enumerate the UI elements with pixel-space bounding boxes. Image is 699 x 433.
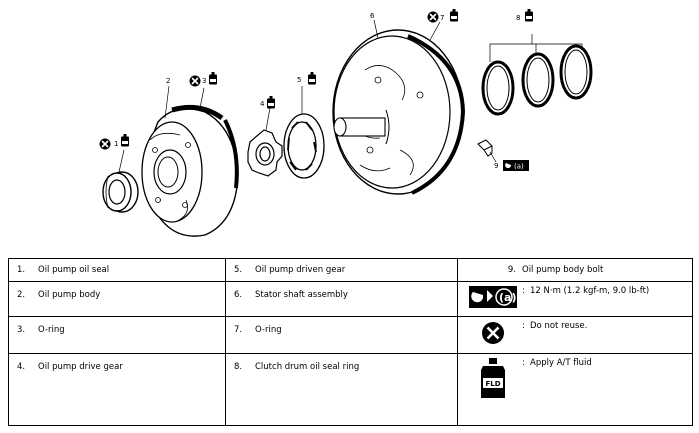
legend-text: Do not reuse. bbox=[530, 321, 588, 331]
legend-number: 4. bbox=[17, 362, 26, 372]
legend-text: Oil pump drive gear bbox=[38, 362, 123, 372]
callout-1: 1 bbox=[114, 140, 118, 148]
legend-number: 2. bbox=[17, 290, 26, 300]
fluid-bottle-icon bbox=[450, 9, 458, 22]
bolt-part bbox=[477, 139, 493, 157]
legend-cell: 2. Oil pump body bbox=[8, 281, 226, 317]
legend-text: Apply A/T fluid bbox=[530, 358, 592, 368]
legend-number: 1. bbox=[17, 265, 26, 275]
do-not-reuse-icon bbox=[188, 74, 202, 88]
legend-number: 6. bbox=[234, 290, 243, 300]
torque-wrench-icon: (a) bbox=[503, 160, 529, 171]
legend-text: O-ring bbox=[38, 325, 65, 335]
legend-text: Clutch drum oil seal ring bbox=[255, 362, 360, 372]
legend-text: 12 N·m (1.2 kgf-m, 9.0 lb-ft) bbox=[530, 286, 650, 296]
legend-cell: FLD :Apply A/T fluid bbox=[457, 353, 693, 426]
driven-gear-part bbox=[283, 113, 325, 179]
legend-cell: 6. Stator shaft assembly bbox=[225, 281, 458, 317]
legend-number: 3. bbox=[17, 325, 26, 335]
torque-tag: (a) bbox=[514, 163, 524, 171]
fluid-label: FLD bbox=[485, 380, 500, 388]
callout-6: 6 bbox=[370, 12, 375, 20]
fluid-bottle-icon bbox=[267, 96, 275, 109]
legend-number: 7. bbox=[234, 325, 243, 335]
drive-gear-part bbox=[247, 129, 283, 177]
legend-text: Oil pump body bbox=[38, 290, 101, 300]
legend-text: Stator shaft assembly bbox=[255, 290, 348, 300]
torque-wrench-icon: (a) bbox=[464, 286, 522, 308]
do-not-reuse-icon bbox=[98, 137, 112, 151]
legend-cell: 1. Oil pump oil seal bbox=[8, 258, 226, 282]
callout-5: 5 bbox=[297, 76, 301, 84]
callout-4: 4 bbox=[260, 100, 265, 108]
legend-row: 1. Oil pump oil seal 5. Oil pump driven ge… bbox=[8, 258, 693, 282]
legend-cell: (a) :12 N·m (1.2 kgf-m, 9.0 lb-ft) bbox=[457, 281, 693, 317]
callout-8: 8 bbox=[516, 14, 520, 22]
legend-text: Oil pump driven gear bbox=[255, 265, 346, 275]
legend-text: O-ring bbox=[255, 325, 282, 335]
callout-9: 9 bbox=[494, 162, 498, 170]
legend-text: Oil pump body bolt bbox=[522, 265, 604, 275]
fluid-bottle-icon bbox=[209, 72, 217, 85]
fluid-bottle-icon bbox=[525, 9, 533, 22]
legend-row: 2.Oil pump body 6.Stator shaft assembly … bbox=[8, 281, 693, 317]
oil-pump-body-part bbox=[141, 104, 239, 237]
fluid-bottle-icon bbox=[121, 134, 129, 147]
callout-3: 3 bbox=[202, 77, 206, 85]
exploded-view-diagram: 1 2 3 4 5 6 7 8 9 (a) bbox=[98, 9, 593, 237]
fluid-bottle-icon bbox=[308, 72, 316, 85]
legend-text: Oil pump oil seal bbox=[38, 265, 110, 275]
legend-cell: 9. Oil pump body bolt bbox=[457, 258, 693, 282]
seal-rings-part bbox=[481, 44, 593, 116]
fluid-bottle-icon: FLD bbox=[464, 358, 522, 398]
do-not-reuse-icon bbox=[464, 321, 522, 345]
legend-table: 1. Oil pump oil seal 5. Oil pump driven ge… bbox=[8, 258, 693, 426]
legend-cell: 5. Oil pump driven gear bbox=[225, 258, 458, 282]
stator-shaft-part bbox=[332, 29, 466, 195]
legend-cell: 3. O-ring bbox=[8, 316, 226, 354]
legend-cell: :Do not reuse. bbox=[457, 316, 693, 354]
legend-cell: 4. Oil pump drive gear bbox=[8, 353, 226, 426]
legend-row: 4. Oil pump drive gear 8. Clutch drum oil … bbox=[8, 353, 693, 426]
legend-number: 8. bbox=[234, 362, 243, 372]
legend-cell: 8. Clutch drum oil seal ring bbox=[225, 353, 458, 426]
torque-tag: (a) bbox=[499, 291, 516, 304]
legend-number: 9. bbox=[507, 265, 516, 275]
callout-7: 7 bbox=[440, 14, 444, 22]
oil-seal-part bbox=[102, 171, 139, 213]
legend-row: 3. O-ring 7. O-ring :Do not reuse. bbox=[8, 316, 693, 354]
legend-number: 5. bbox=[234, 265, 243, 275]
do-not-reuse-icon bbox=[426, 10, 440, 24]
legend-cell: 7. O-ring bbox=[225, 316, 458, 354]
callout-2: 2 bbox=[166, 77, 170, 85]
